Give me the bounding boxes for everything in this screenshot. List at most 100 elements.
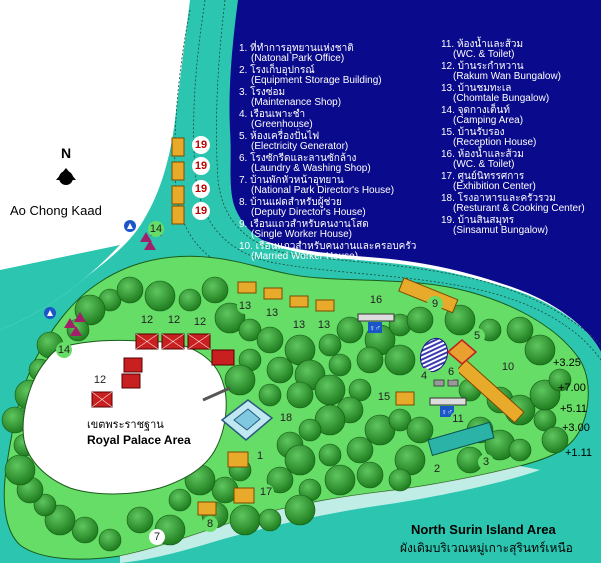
- svg-text:♀♂: ♀♂: [441, 408, 453, 417]
- tree: [298, 418, 322, 442]
- tree: [266, 466, 294, 494]
- tree: [524, 334, 556, 366]
- marker-7: 7: [149, 529, 165, 545]
- camp-sign-west: [44, 307, 56, 319]
- chomtale-bungalows: [237, 281, 335, 312]
- tree: [224, 364, 256, 396]
- tree: [98, 528, 122, 552]
- marker-19: 19: [192, 180, 210, 198]
- tree: [328, 353, 352, 377]
- legend-entry-desc: (Natonal Park Office): [251, 53, 344, 64]
- svg-text:15: 15: [378, 391, 390, 403]
- tree: [356, 346, 384, 374]
- tree: [144, 280, 176, 312]
- legend-entry-desc: (National Park Director's House): [251, 185, 394, 196]
- legend-entry-desc: (Equipment Storage Building): [251, 75, 382, 86]
- marker-18: 18: [278, 410, 294, 426]
- marker-2: 2: [429, 461, 445, 477]
- legend-right-column: 11. ห้องน้ำและส้วม(WC. & Toilet)12. บ้าน…: [441, 36, 585, 236]
- marker-12: 12: [139, 312, 155, 328]
- svg-text:14: 14: [150, 223, 162, 235]
- svg-text:♀♂: ♀♂: [369, 324, 381, 333]
- marker-11: 11: [450, 411, 466, 427]
- marker-6: 6: [443, 364, 459, 380]
- legend-entry-desc: (Married Worker House): [251, 251, 358, 262]
- tree: [508, 438, 532, 462]
- marker-13: 13: [316, 317, 332, 333]
- legend-entry-title: 10. เรือนแถวสำหรับคนงานและครอบครัว: [239, 240, 416, 252]
- tree: [406, 306, 434, 334]
- legend-entry-title: 11. ห้องน้ำและส้วม: [441, 36, 523, 50]
- camping-tents-west: [64, 312, 86, 336]
- married-worker-house: [455, 359, 525, 424]
- legend-entry-title: 4. เรือนเพาะชำ: [239, 108, 305, 120]
- svg-text:4: 4: [421, 370, 427, 382]
- royal-palace-label-en: Royal Palace Area: [87, 433, 191, 447]
- svg-text:13: 13: [293, 319, 305, 331]
- tree: [229, 504, 261, 536]
- svg-text:19: 19: [195, 139, 207, 151]
- legend-entry-desc: (Exhibition Center): [453, 181, 536, 192]
- marker-1: 1: [252, 448, 268, 464]
- tree: [284, 444, 316, 476]
- legend-entry-desc: (Rakum Wan Bungalow): [453, 71, 561, 82]
- wc-building-16: ♀♂: [357, 313, 395, 333]
- svg-text:12: 12: [141, 314, 153, 326]
- palace-pier: [202, 386, 231, 402]
- south-beach: [120, 466, 540, 563]
- legend-entry-title: 2. โรงเก็บอุปกรณ์: [239, 62, 315, 76]
- marker-14: 14: [56, 342, 72, 358]
- north-label: N: [61, 145, 71, 161]
- legend-entry-desc: (Electricity Generator): [251, 141, 348, 152]
- svg-text:13: 13: [266, 307, 278, 319]
- north-arrow: N: [56, 145, 76, 185]
- marker-5: 5: [469, 328, 485, 344]
- legend-entry-title: 9. เรือนแถวสำหรับคนงานโสด: [239, 217, 369, 230]
- depth-label: +5.11: [560, 403, 587, 415]
- legend-entry-title: 5. ห้องเครื่องปั่นไฟ: [239, 128, 319, 142]
- marker-numbers: 19 19 19 19 14 14 12 12 12 12 13 13 13 1…: [56, 136, 516, 545]
- marker-4: 4: [416, 368, 432, 384]
- svg-text:7: 7: [154, 531, 160, 543]
- tree: [4, 454, 36, 486]
- legend-entry-title: 6. โรงซักรีดและลานซักล้าง: [239, 151, 357, 164]
- marker-12: 12: [166, 312, 182, 328]
- restaurant-roof: [233, 408, 261, 431]
- tree: [314, 374, 346, 406]
- marker-13: 13: [264, 305, 280, 321]
- tree: [318, 333, 342, 357]
- bay-label: Ao Chong Kaad: [10, 203, 102, 218]
- legend-entry-title: 3. โรงซ่อม: [239, 85, 285, 98]
- wc-building-11: ♀♂: [429, 397, 467, 417]
- tree: [548, 368, 572, 392]
- marker-19: 19: [192, 157, 210, 175]
- area-title-th: ผังเดิมบริเวณหมู่เกาะสุรินทร์เหนือ: [400, 541, 573, 556]
- marker-10: 10: [500, 359, 516, 375]
- tree: [178, 288, 202, 312]
- generator-building: [446, 339, 478, 365]
- svg-text:2: 2: [434, 463, 440, 475]
- legend-entry-desc: (Camping Area): [453, 115, 523, 126]
- rakum-wan-roof-lines: [91, 333, 211, 408]
- royal-palace-label-th: เขตพระราชฐาน: [87, 419, 164, 431]
- tree: [336, 316, 364, 344]
- svg-text:6: 6: [448, 366, 454, 378]
- svg-text:12: 12: [94, 374, 106, 386]
- legend-entry-desc: (Maintenance Shop): [251, 97, 341, 108]
- tree: [71, 516, 99, 544]
- equipment-storage-building: [427, 421, 495, 456]
- svg-text:19: 19: [195, 205, 207, 217]
- legend-entry-desc: (WC. & Toilet): [453, 49, 515, 60]
- svg-text:3: 3: [483, 456, 489, 468]
- sinsamut-bungalows: [171, 137, 185, 225]
- area-title: North Surin Island Area: [411, 522, 556, 537]
- depth-label: +3.00: [562, 422, 590, 434]
- tree: [348, 378, 372, 402]
- tree: [33, 493, 57, 517]
- svg-text:19: 19: [195, 183, 207, 195]
- marker-16: 16: [368, 292, 384, 308]
- misc-buildings: [197, 391, 415, 516]
- svg-text:9: 9: [432, 298, 438, 310]
- tree: [286, 381, 314, 409]
